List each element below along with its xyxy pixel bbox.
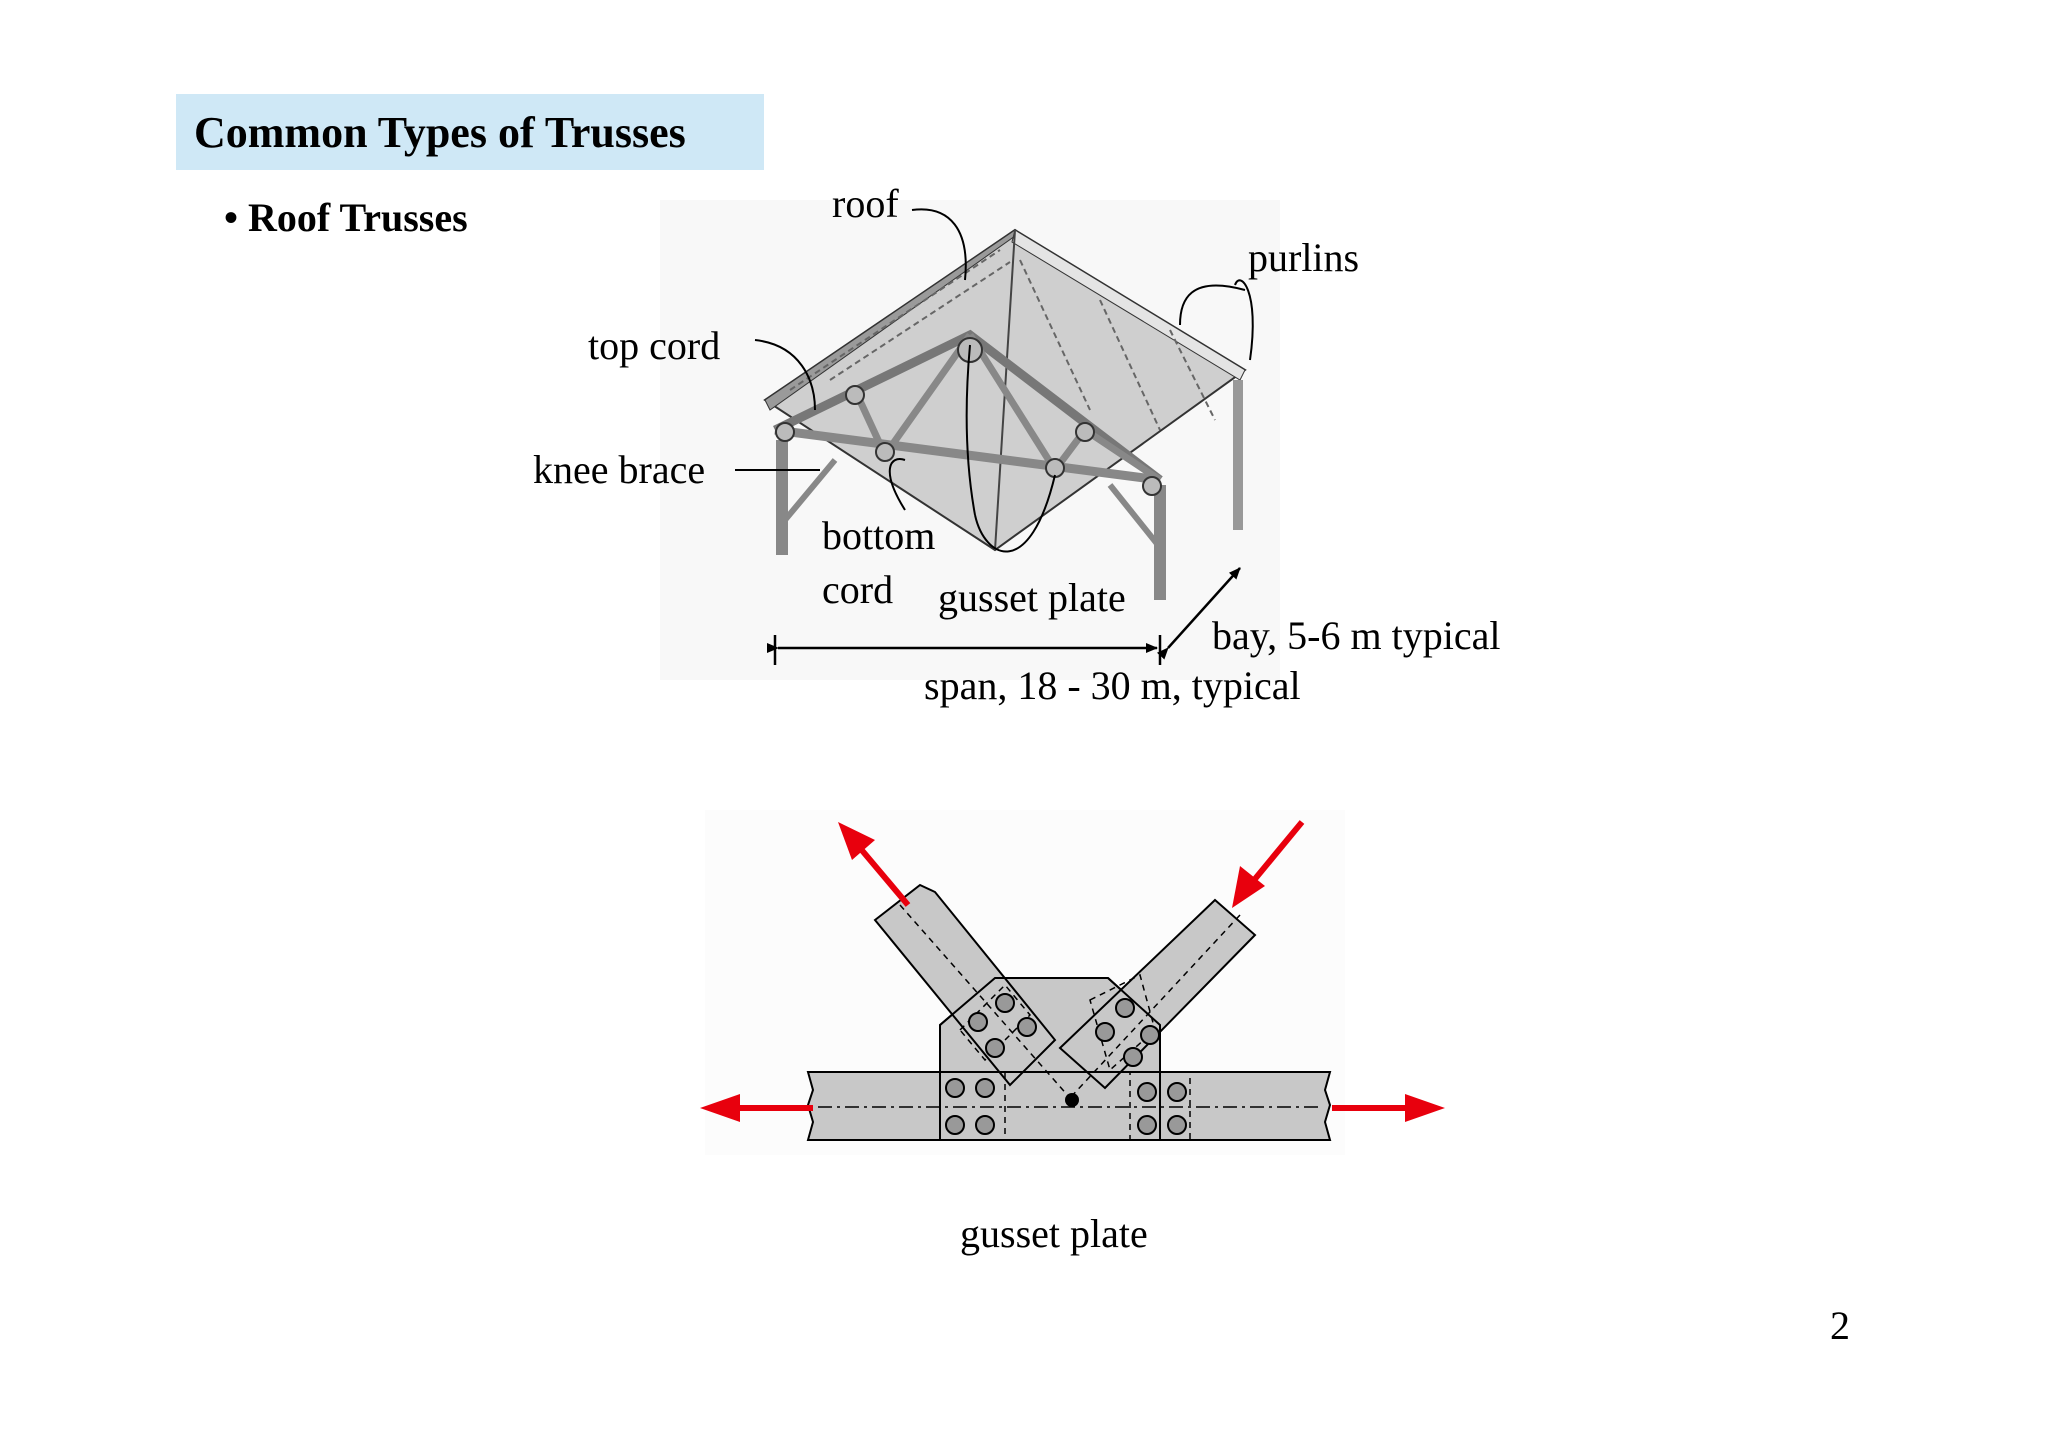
bullet-roof-trusses: • Roof Trusses xyxy=(224,195,468,240)
label-span: span, 18 - 30 m, typical xyxy=(924,663,1301,708)
label-top-cord: top cord xyxy=(588,323,721,368)
left-diagonal-member xyxy=(873,883,1057,1087)
force-arrows xyxy=(700,820,1445,1122)
label-knee-brace: knee brace xyxy=(533,447,706,492)
label-gusset-plate: gusset plate xyxy=(938,575,1126,620)
gusset-connection-diagram xyxy=(700,810,1445,1155)
slide-title: Common Types of Trusses xyxy=(176,94,764,170)
truss-gusset-plates xyxy=(775,337,1162,496)
bolts xyxy=(945,993,1187,1135)
leader-lines xyxy=(735,208,1254,553)
label-purlins: purlins xyxy=(1248,235,1360,280)
page-number: 2 xyxy=(1830,1303,1850,1348)
label-roof: roof xyxy=(832,181,899,226)
label-bottom: bottom xyxy=(822,513,936,558)
label-bay: bay, 5-6 m typical xyxy=(1212,613,1501,658)
label-cord: cord xyxy=(822,567,894,612)
gusset-caption: gusset plate xyxy=(960,1211,1148,1256)
working-point xyxy=(1065,1093,1079,1107)
dimension-lines xyxy=(767,567,1241,665)
